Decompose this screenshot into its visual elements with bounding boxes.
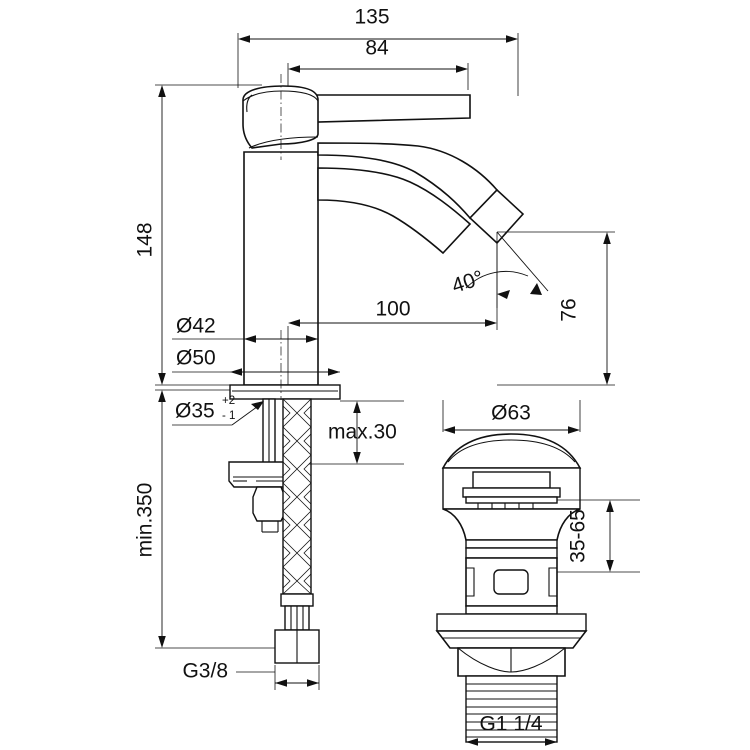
- waste-threaded-tail: [465, 675, 558, 743]
- faucet-escutcheon: [229, 384, 341, 400]
- dimension-g1-1-4: G1 1/4: [465, 713, 558, 746]
- dimension-min-350-label: min.350: [134, 483, 157, 558]
- faucet-hub-bottom-line: [248, 136, 319, 149]
- dimension-g38: G3/8: [182, 660, 320, 690]
- faucet-fixing-nut: [252, 486, 286, 522]
- dimension-max-30: max.30: [309, 400, 404, 465]
- waste-assembly: [435, 433, 588, 743]
- dimension-35-tolerance-plus: +2: [222, 395, 235, 407]
- dimension-angle-40-label: 40°: [449, 266, 486, 298]
- dimension-76-label: 76: [558, 298, 581, 321]
- faucet-spout-lower: [317, 167, 472, 255]
- faucet-braided-hose: [274, 398, 320, 664]
- dimension-angle-40: 40°: [449, 231, 549, 308]
- faucet-assembly: [228, 85, 525, 664]
- dimension-diameter-35: Ø35 +2 - 1: [172, 395, 264, 426]
- dimension-100: 100: [287, 243, 498, 385]
- dimension-135-label: 135: [354, 6, 389, 29]
- waste-shoulder: [442, 508, 581, 541]
- dimension-84-label: 84: [365, 37, 389, 60]
- dimension-35-65: 35-65: [557, 499, 640, 573]
- dimension-100-label: 100: [375, 298, 410, 321]
- dimension-max-30-label: max.30: [328, 421, 397, 444]
- dimension-min-350: min.350: [134, 389, 288, 649]
- waste-flange-taper: [435, 630, 588, 649]
- dimension-148: 148: [134, 84, 262, 386]
- waste-cap-dome: [441, 433, 582, 469]
- waste-cap-dome-inner: [447, 439, 576, 463]
- faucet-outlet-tip: [468, 188, 525, 245]
- dimension-diameter-35-label: Ø35: [175, 400, 215, 423]
- dimension-76: 76: [497, 231, 615, 386]
- waste-flange: [436, 613, 587, 632]
- dimension-148-label: 148: [134, 222, 157, 257]
- dimension-g1-1-4-label: G1 1/4: [479, 713, 542, 736]
- dimension-diameter-42-label: Ø42: [176, 315, 216, 338]
- dimension-35-tolerance-minus: - 1: [222, 410, 235, 422]
- waste-flange-gasket: [465, 605, 558, 615]
- dimension-diameter-50-label: Ø50: [176, 347, 216, 370]
- dimension-diameter-63: Ø63: [442, 400, 581, 434]
- dimension-84: 84: [287, 37, 469, 97]
- waste-cap-internal-block: [472, 471, 551, 489]
- waste-barrel-collar-top2: [465, 547, 558, 559]
- dimension-diameter-50: Ø50: [172, 347, 340, 376]
- waste-seal-washer-2: [465, 496, 558, 504]
- waste-barrel-collar-top: [465, 539, 558, 549]
- waste-overflow-slot: [493, 569, 529, 595]
- faucet-lever-handle: [316, 94, 471, 123]
- faucet-hub-top-line: [242, 90, 319, 102]
- dimension-135: 135: [237, 6, 519, 96]
- faucet-handle-hub: [242, 85, 319, 149]
- dimension-diameter-63-label: Ø63: [491, 402, 531, 425]
- dimension-g38-label: G3/8: [182, 660, 228, 683]
- waste-seal-washer: [462, 487, 561, 498]
- faucet-hub-left-line: [246, 94, 253, 113]
- dimension-35-65-label: 35-65: [567, 509, 590, 563]
- dimension-diameter-42: Ø42: [172, 315, 318, 343]
